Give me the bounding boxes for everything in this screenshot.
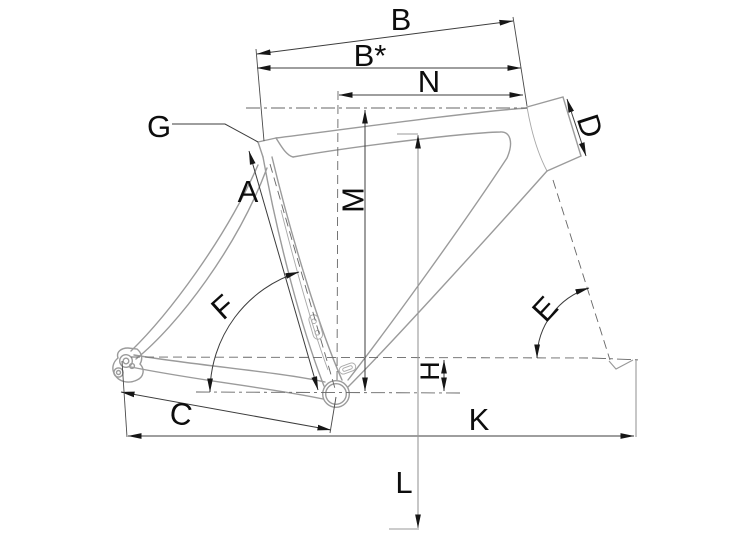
rear-axle-circle	[118, 354, 133, 369]
label-f: F	[204, 288, 241, 327]
top-tube-upper-edge	[275, 107, 528, 139]
rear-axle-hole	[122, 357, 130, 365]
fork-offset-notch	[608, 359, 634, 370]
seatpost-top	[257, 137, 277, 143]
extension-c-right	[329, 396, 337, 434]
cable-port	[338, 362, 357, 375]
derailleur-hanger-hole	[115, 369, 122, 376]
head-tube	[526, 96, 582, 172]
seatpost-left	[257, 141, 264, 158]
label-e: E	[525, 290, 565, 329]
dimension-c-line	[120, 391, 332, 431]
label-g-leader-line	[172, 123, 259, 143]
dimension-labels: B B* N G A D M F E H C K L	[147, 2, 610, 500]
axle-level-line-right	[591, 357, 642, 361]
derailleur-hanger	[113, 367, 124, 378]
seatpost-right	[275, 137, 294, 158]
label-d: D	[570, 110, 610, 142]
label-k: K	[469, 402, 490, 437]
chainstay-top-edge	[133, 354, 326, 383]
dimension-a-line	[248, 150, 319, 391]
label-m: M	[336, 187, 371, 213]
label-b: B	[391, 2, 412, 37]
bottom-bracket-bore	[325, 383, 348, 406]
bike-frame-drawing	[112, 96, 582, 409]
dimension-f-arc	[207, 271, 300, 393]
dimension-b-line	[256, 19, 514, 56]
label-h: H	[415, 361, 445, 381]
dropout-bolt	[128, 362, 136, 370]
label-b-star: B*	[354, 38, 387, 73]
extension-b-right	[512, 16, 528, 107]
seat-tube-left-edge	[262, 156, 325, 387]
bb-center-level-line	[195, 391, 462, 394]
extension-b-left	[255, 48, 265, 142]
axle-level-line	[130, 356, 593, 359]
label-a: A	[238, 174, 259, 209]
seat-tube-accent-line	[280, 209, 329, 371]
top-tube-lower-edge	[292, 131, 512, 381]
seat-stay-front-edge	[130, 164, 259, 352]
bottom-bracket-shell	[322, 380, 351, 409]
label-g: G	[147, 109, 171, 144]
dimension-d-line	[566, 98, 587, 157]
head-tube-inner-line	[526, 106, 548, 172]
cable-port-slot	[342, 365, 353, 372]
label-n: N	[418, 64, 440, 99]
label-l: L	[395, 465, 412, 500]
bb-vertical-axis	[336, 90, 339, 386]
bottle-boss-upper	[311, 318, 317, 324]
steering-axis	[552, 179, 611, 361]
extension-c-left	[121, 360, 128, 438]
chainstay-bottom-edge	[130, 366, 324, 400]
dimension-lines	[120, 16, 637, 530]
label-c: C	[167, 395, 194, 433]
down-tube-lower-edge	[347, 170, 548, 388]
dimension-e-arc	[534, 287, 590, 359]
